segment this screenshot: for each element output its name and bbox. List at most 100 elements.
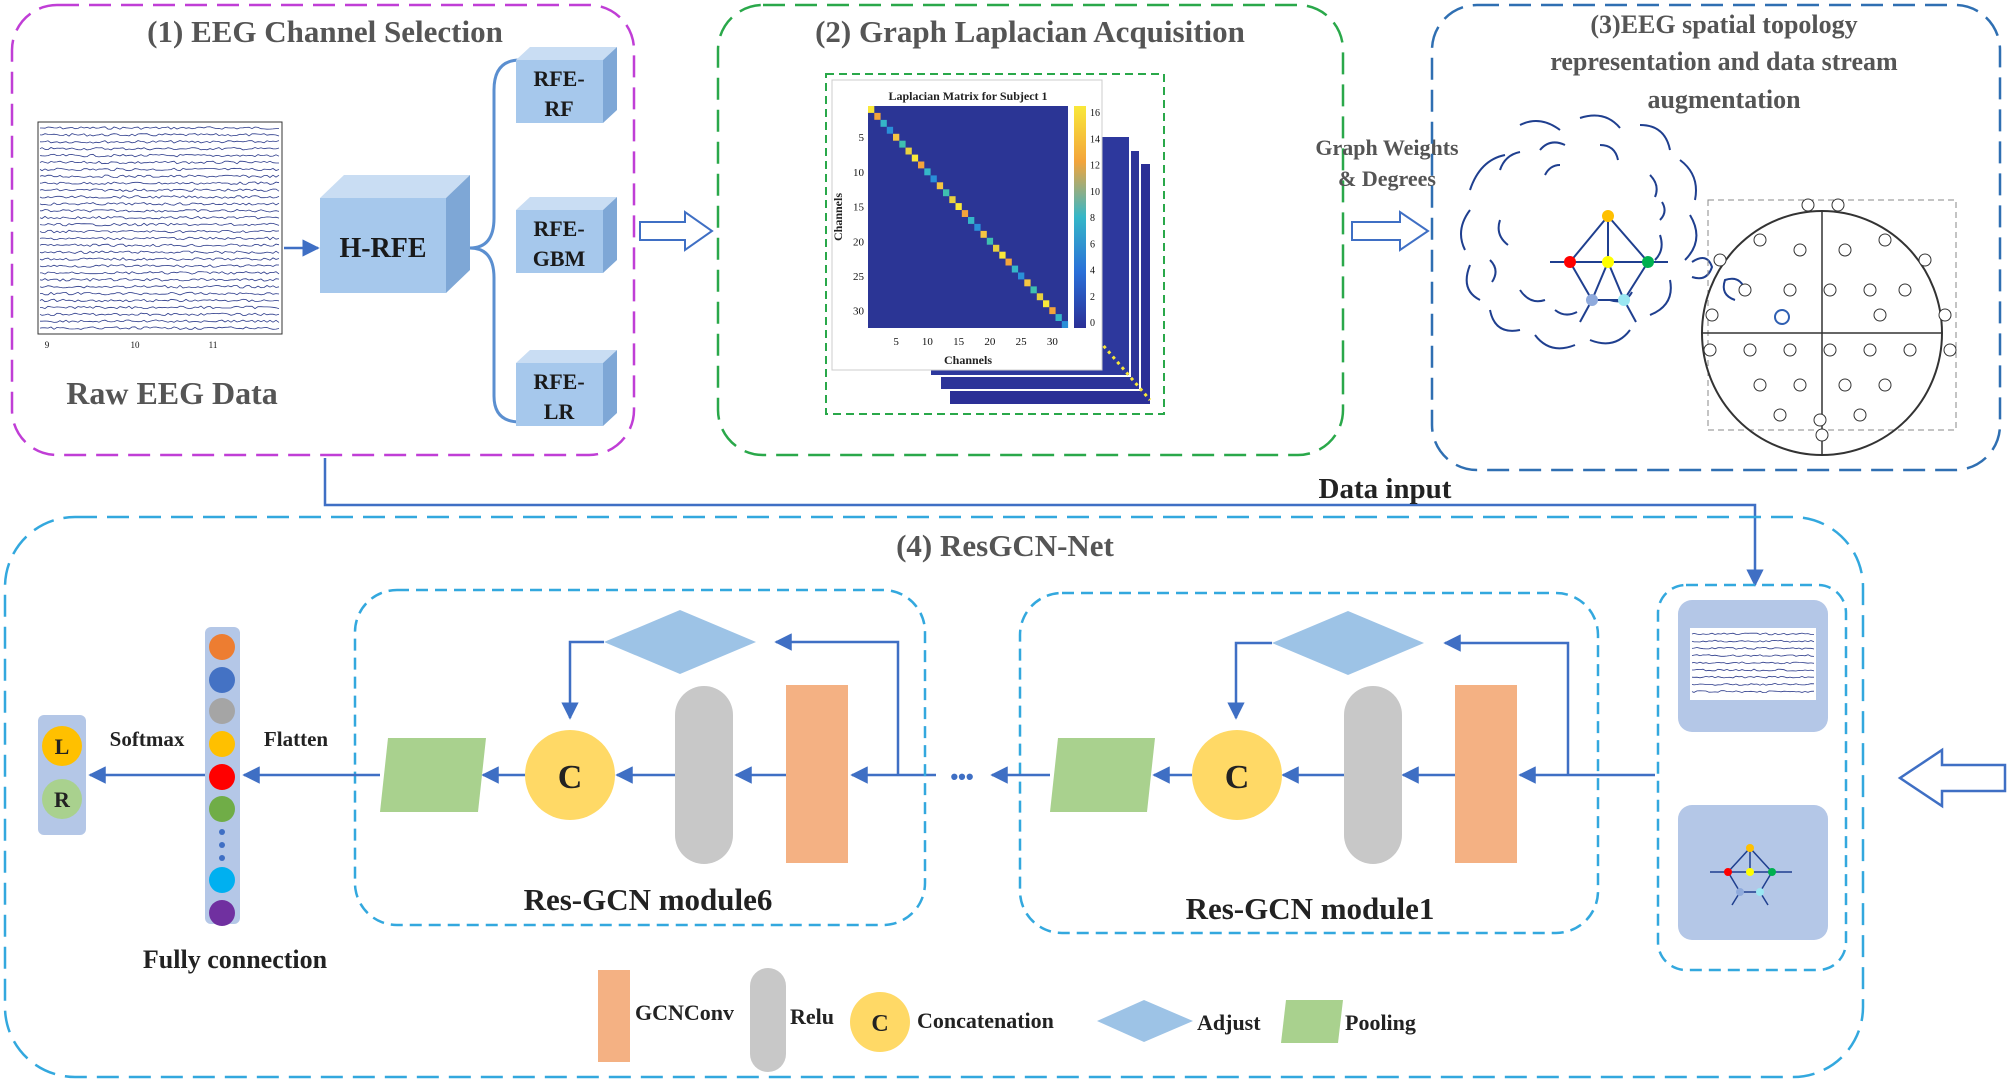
electrode [1815, 428, 1829, 442]
fc-neuron [209, 764, 235, 790]
electrode [1793, 243, 1807, 257]
fc-neuron [209, 796, 235, 822]
raw-eeg-label: Raw EEG Data [66, 375, 278, 411]
matrix-ytick: 15 [853, 202, 865, 214]
eeg-trace [39, 257, 280, 261]
mini-eeg-trace [1691, 654, 1815, 657]
hollow-arrow-1-to-2 [639, 210, 714, 252]
gcnconv-block-m6 [786, 685, 848, 863]
electrode-headmap [1701, 198, 1957, 456]
eeg-trace [39, 291, 280, 296]
output-right-label: R [54, 787, 71, 812]
concat-letter-m1: C [1225, 759, 1250, 796]
colorbar-tick: 4 [1090, 266, 1095, 277]
matrix-title: Laplacian Matrix for Subject 1 [888, 89, 1047, 103]
eeg-trace [39, 181, 280, 185]
node-red [1564, 256, 1576, 268]
legend-pooling-swatch [1281, 1000, 1343, 1043]
fc-neuron [209, 900, 235, 926]
adjust-diamond-m1 [1272, 611, 1424, 675]
eeg-trace [39, 153, 280, 158]
node-orange [1602, 210, 1614, 222]
electrode [1753, 233, 1767, 247]
matrix-diagonal-cell [930, 175, 937, 183]
panel3-title-line1: (3)EEG spatial topology [1590, 10, 1857, 39]
rfe-rf-line1: RFE- [533, 66, 584, 91]
res-gcn-module6: C Res-GCN module6 [353, 588, 927, 927]
electrode [1898, 283, 1912, 297]
matrix-diagonal-cell [1018, 272, 1025, 280]
relu-block-m6 [675, 686, 733, 864]
eeg-trace [39, 174, 280, 179]
matrix-xtick: 25 [1016, 336, 1028, 348]
matrix-xtick: 20 [984, 336, 996, 348]
eeg-trace [39, 264, 280, 268]
eeg-trace [39, 133, 280, 137]
panel4-border [3, 515, 1865, 1079]
matrix-diagonal-cell [943, 189, 950, 197]
matrix-ytick: 10 [853, 167, 865, 179]
gcnconv-block-m1 [1455, 685, 1517, 863]
rfe-lr-box: RFE- LR [516, 350, 617, 426]
data-input-connector: Data input [323, 458, 1764, 587]
matrix-diagonal-cell [955, 203, 962, 210]
electrode [1938, 308, 1952, 322]
legend-pooling-label: Pooling [1345, 1010, 1416, 1035]
colorbar-tick: 16 [1090, 108, 1100, 119]
matrix-diagonal-cell [1011, 265, 1019, 273]
mini-eeg-trace [1691, 647, 1815, 650]
hollow-arrow-2-to-3 [1351, 210, 1430, 252]
matrix-diagonal-cell [961, 210, 969, 217]
legend: GCNConv Relu C Concatenation Adjust Pool… [598, 968, 1416, 1072]
matrix-diagonal-cell [999, 251, 1006, 259]
matrix-diagonal-cell [911, 154, 919, 162]
electrode [1783, 283, 1797, 297]
panel2-title: (2) Graph Laplacian Acquisition [815, 14, 1245, 49]
brain-sketch [1460, 114, 1698, 350]
matrix-diagonal-cell [1030, 286, 1037, 294]
mini-eeg-trace [1691, 675, 1814, 679]
fc-neuron [209, 731, 235, 757]
input-hollow-arrow [1897, 747, 2007, 809]
eeg-trace [39, 250, 280, 254]
matrix-diagonal-cell [1005, 258, 1012, 266]
legend-gcnconv-label: GCNConv [635, 1000, 734, 1025]
legend-relu-swatch [750, 968, 786, 1072]
matrix-ylabel: Channels [831, 193, 845, 241]
eeg-xtick-3: 11 [209, 340, 218, 350]
eeg-trace [39, 167, 280, 172]
output-right-node [42, 779, 82, 819]
node-green [1642, 256, 1654, 268]
mini-eeg-trace [1691, 661, 1815, 665]
eeg-trace [39, 188, 280, 192]
pooling-block-m6 [380, 738, 486, 812]
matrix-ytick: 25 [853, 271, 865, 283]
electrode [1801, 198, 1815, 212]
fc-neuron [209, 667, 235, 693]
eeg-trace [39, 298, 280, 303]
concat-circle-m1 [1192, 730, 1282, 820]
matrix-frame [825, 73, 1165, 415]
electrode [1873, 308, 1887, 322]
matrix-xtick: 15 [953, 336, 965, 348]
selection-brace [469, 58, 521, 424]
electrode [1705, 308, 1719, 322]
matrix-diagonal-cell [1049, 307, 1056, 315]
matrix-diagonal-cell [980, 230, 987, 238]
panel-graph-laplacian: (2) Graph Laplacian Acquisition Laplacia… [716, 3, 1345, 457]
electrode [1738, 283, 1752, 297]
rfe-gbm-line1: RFE- [533, 216, 584, 241]
output-column: L R [38, 715, 86, 835]
mini-eeg-trace [1692, 668, 1815, 672]
panel-spatial-topology: (3)EEG spatial topology representation a… [1430, 3, 2002, 472]
fc-neuron [209, 867, 235, 893]
panel-eeg-channel-selection: (1) EEG Channel Selection 9 10 11 Raw EE… [10, 3, 636, 457]
node-yellow [1602, 256, 1614, 268]
rfe-rf-box: RFE- RF [516, 47, 617, 123]
eeg-trace [39, 215, 280, 220]
legend-adjust-swatch [1097, 1000, 1193, 1042]
hrfe-cube: H-RFE [320, 175, 470, 293]
fc-neuron [209, 698, 235, 724]
eeg-trace [40, 271, 280, 275]
